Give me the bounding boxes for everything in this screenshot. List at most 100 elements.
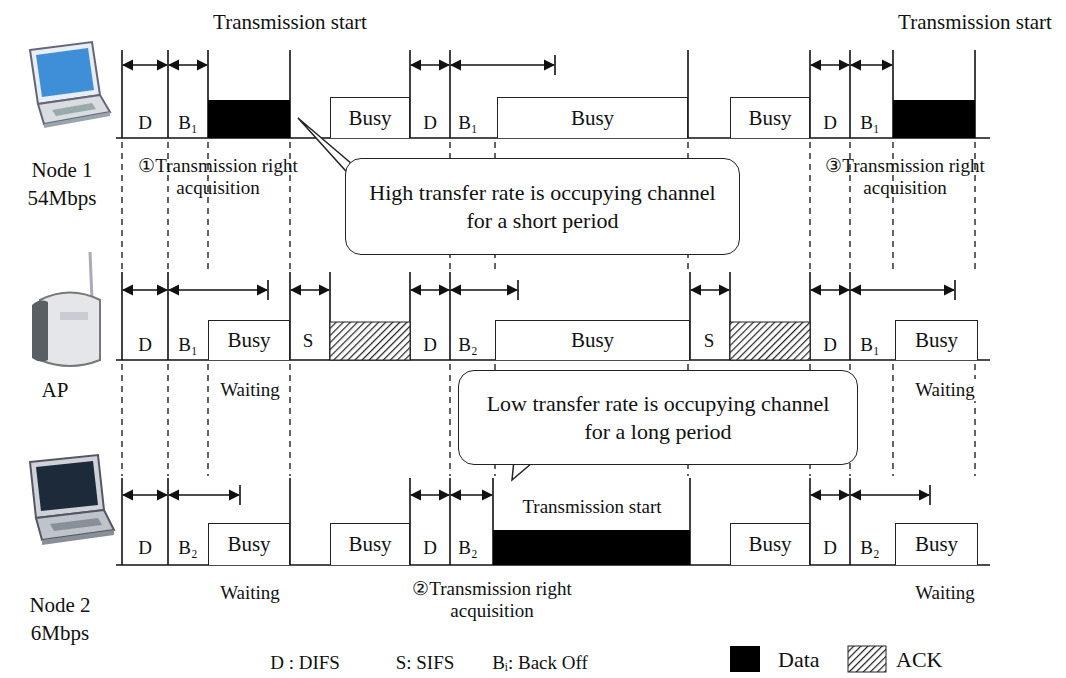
busy-label: Busy <box>915 328 958 353</box>
dashed-guide <box>121 142 122 270</box>
data-frame <box>493 530 690 565</box>
legend-text: ACK <box>896 647 942 673</box>
diagram-label: B₁ <box>176 334 199 356</box>
dashed-guide <box>207 364 208 476</box>
diagram-label: D <box>136 112 154 134</box>
interval-arrow <box>411 289 449 291</box>
busy-label: Busy <box>348 106 391 131</box>
timing-line <box>239 485 241 505</box>
dashed-guide <box>289 364 290 476</box>
diagram-label: S <box>702 330 717 352</box>
ack-frame <box>730 322 810 360</box>
busy-label: Busy <box>748 532 791 557</box>
diagram-label: ①Transmission right acquisition <box>116 155 320 199</box>
timing-line <box>167 50 169 138</box>
busy-box: Busy <box>730 97 810 138</box>
diagram-label: B₁ <box>858 334 881 356</box>
interval-arrow <box>811 289 849 291</box>
diagram-label: B₂ <box>456 334 479 356</box>
interval-arrow <box>691 289 729 291</box>
callout-bubble: High transfer rate is occupying channel … <box>345 158 740 255</box>
interval-arrow <box>169 494 239 496</box>
interval-arrow <box>851 64 892 66</box>
interval-arrow <box>451 64 554 66</box>
busy-label: Busy <box>227 532 270 557</box>
timing-line <box>929 485 931 505</box>
timing-line <box>554 55 556 75</box>
legend-swatch <box>730 646 760 672</box>
busy-box: Busy <box>208 523 290 565</box>
timing-line <box>954 280 956 300</box>
diagram-label: AP <box>40 378 71 402</box>
timing-line <box>517 280 519 300</box>
busy-label: Busy <box>571 328 614 353</box>
timing-line <box>167 478 169 565</box>
interval-arrow <box>851 494 929 496</box>
timing-line <box>849 272 851 360</box>
diagram-label: B₂ <box>456 537 479 559</box>
busy-box: Busy <box>208 320 290 360</box>
interval-arrow <box>123 494 167 496</box>
busy-box: Busy <box>497 97 688 138</box>
timing-line <box>167 272 169 360</box>
diagram-label: 6Mbps <box>29 621 91 645</box>
diagram-label: 54Mbps <box>26 186 99 210</box>
diagram-label: D <box>421 334 439 356</box>
busy-label: Busy <box>571 106 614 131</box>
timing-lines <box>116 50 990 565</box>
diagram-label: ②Transmission right acquisition <box>390 578 594 622</box>
interval-arrow <box>451 494 492 496</box>
diagram-label: B₂ <box>176 537 199 559</box>
diagram-label: Waiting <box>913 582 977 604</box>
diagram-label: Node 2 <box>27 593 92 617</box>
interval-arrow <box>169 289 267 291</box>
dashed-guide <box>449 364 450 476</box>
interval-arrow <box>811 494 849 496</box>
dashed-guide <box>892 364 893 476</box>
diagram-label: Node 1 <box>29 158 94 182</box>
diagram-label: ③Transmission right acquisition <box>803 155 1007 199</box>
busy-box: Busy <box>895 523 978 565</box>
interval-arrow <box>851 289 954 291</box>
busy-label: Busy <box>748 106 791 131</box>
diagram-label: B₁ <box>456 112 479 134</box>
timing-line <box>121 272 123 360</box>
busy-label: Busy <box>915 532 958 557</box>
diagram-label: D : DIFS <box>268 652 342 674</box>
interval-arrow <box>291 289 329 291</box>
diagram-label: D <box>821 334 839 356</box>
dashed-guide <box>167 364 168 476</box>
busy-box: Busy <box>330 523 410 565</box>
diagram-label: Bᵢ: Back Off <box>490 652 590 674</box>
diagram-label: B₁ <box>176 112 199 134</box>
timing-line <box>267 280 269 300</box>
dashed-guide <box>121 364 122 476</box>
data-frame <box>893 100 975 138</box>
ack-frame <box>330 322 410 360</box>
legend-text: Data <box>778 647 820 673</box>
diagram-label: Waiting <box>218 379 282 401</box>
diagram-label: Transmission start <box>520 496 663 518</box>
timing-line <box>121 478 123 565</box>
callout-text: High transfer rate is occupying channel … <box>360 179 725 234</box>
interval-arrow <box>123 64 167 66</box>
busy-label: Busy <box>348 532 391 557</box>
interval-arrow <box>123 289 167 291</box>
interval-arrow <box>169 64 207 66</box>
router-icon <box>32 252 100 366</box>
busy-box: Busy <box>495 320 690 360</box>
diagram-label: Transmission start <box>896 10 1054 34</box>
legend-ack-sample <box>848 646 886 672</box>
busy-box: Busy <box>330 97 410 138</box>
timing-line <box>121 50 123 138</box>
interval-arrow <box>411 494 449 496</box>
diagram-label: D <box>136 334 154 356</box>
diagram-label: B₂ <box>858 537 881 559</box>
timing-line <box>449 50 451 138</box>
diagram-label: S: SIFS <box>394 652 457 674</box>
diagram-label: Waiting <box>913 379 977 401</box>
diagram-label: D <box>136 537 154 559</box>
timing-line <box>449 478 451 565</box>
timing-line <box>849 50 851 138</box>
busy-box: Busy <box>730 523 810 565</box>
